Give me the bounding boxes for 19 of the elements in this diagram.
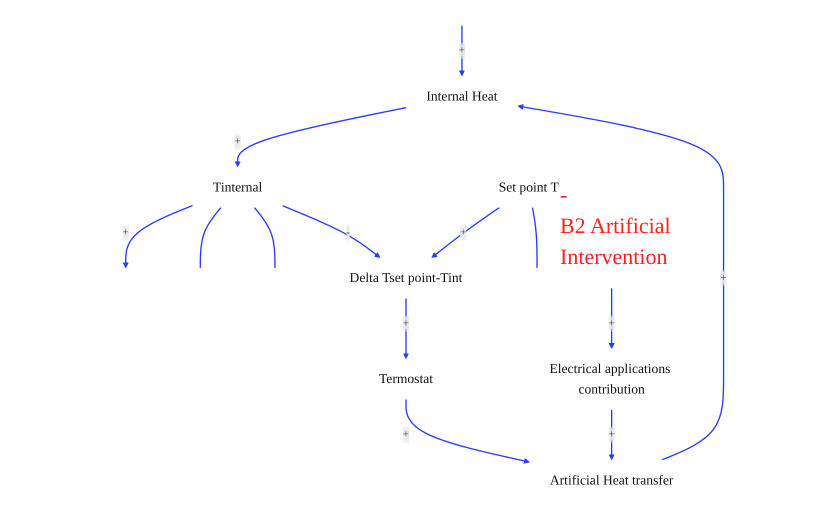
node-text: Termostat xyxy=(378,372,434,387)
edge-label: + xyxy=(720,272,727,284)
edge-label: + xyxy=(458,44,466,56)
edge-label: + xyxy=(460,226,466,238)
edge-label: + xyxy=(122,226,129,238)
node-text: Set point T xyxy=(498,180,559,195)
edge-label: + xyxy=(608,317,615,329)
node-text: Electrical applications contribution xyxy=(549,362,670,397)
loop-label: B2 Artificial Intervention xyxy=(560,212,672,271)
edge-label: + xyxy=(234,136,241,148)
node-text: Tinternal xyxy=(213,180,262,195)
edge-label: - xyxy=(346,226,350,238)
node-text: Artificial Heat transfer xyxy=(550,472,674,488)
node-text: Delta Tset point-Tint xyxy=(350,270,462,286)
polarity-sign: - xyxy=(560,181,568,209)
edge-label: + xyxy=(608,428,615,440)
edge-label: + xyxy=(402,317,410,329)
edge-label: + xyxy=(402,428,410,440)
node-text: Internal Heat xyxy=(426,88,498,104)
